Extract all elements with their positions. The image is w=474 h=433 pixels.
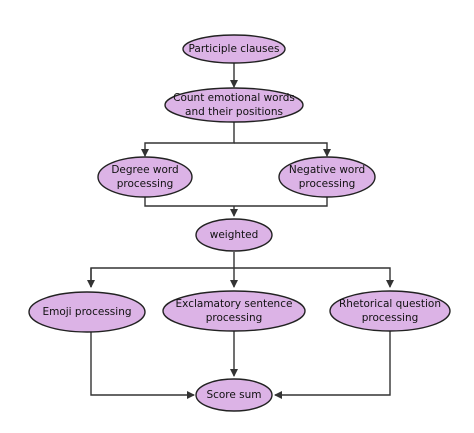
node-exclamatory-sentence-processing: Exclamatory sentence processing [162,290,306,332]
node-participle-clauses: Participle clauses [182,34,286,64]
node-score-sum: Score sum [195,378,273,412]
edge-rhetorical-to-score [274,331,391,399]
node-label-line-2: processing [299,178,356,190]
node-degree-word-processing: Degree word processing [97,156,193,198]
node-label-line-2: and their positions [185,106,283,118]
node-label: weighted [210,229,259,241]
node-label: Score sum [206,389,261,401]
edges [87,62,394,399]
edge-count-to-degree [141,121,235,157]
node-label-line-1: Exclamatory sentence [176,298,293,310]
edge-weighted-to-emoji [90,267,394,288]
node-label: Participle clauses [189,43,280,55]
node-rhetorical-question-processing: Rhetorical question processing [329,290,451,332]
node-negative-word-processing: Negative word processing [278,156,376,198]
node-count-emotional-words: Count emotional words and their position… [164,87,304,123]
node-label-line-1: Negative word [289,164,365,176]
node-label-line-1: Rhetorical question [339,298,441,310]
node-label-line-2: processing [362,312,419,324]
edge-emoji-to-score [90,331,195,399]
node-label-line-2: processing [206,312,263,324]
node-label-line-2: processing [117,178,174,190]
node-label-line-1: Degree word [111,164,178,176]
edge-degree-to-weighted [144,194,328,207]
edge-count-to-negative [234,142,331,157]
node-weighted: weighted [195,218,273,252]
node-label: Emoji processing [42,306,131,318]
node-emoji-processing: Emoji processing [28,291,146,333]
node-label-line-1: Count emotional words [173,92,295,104]
